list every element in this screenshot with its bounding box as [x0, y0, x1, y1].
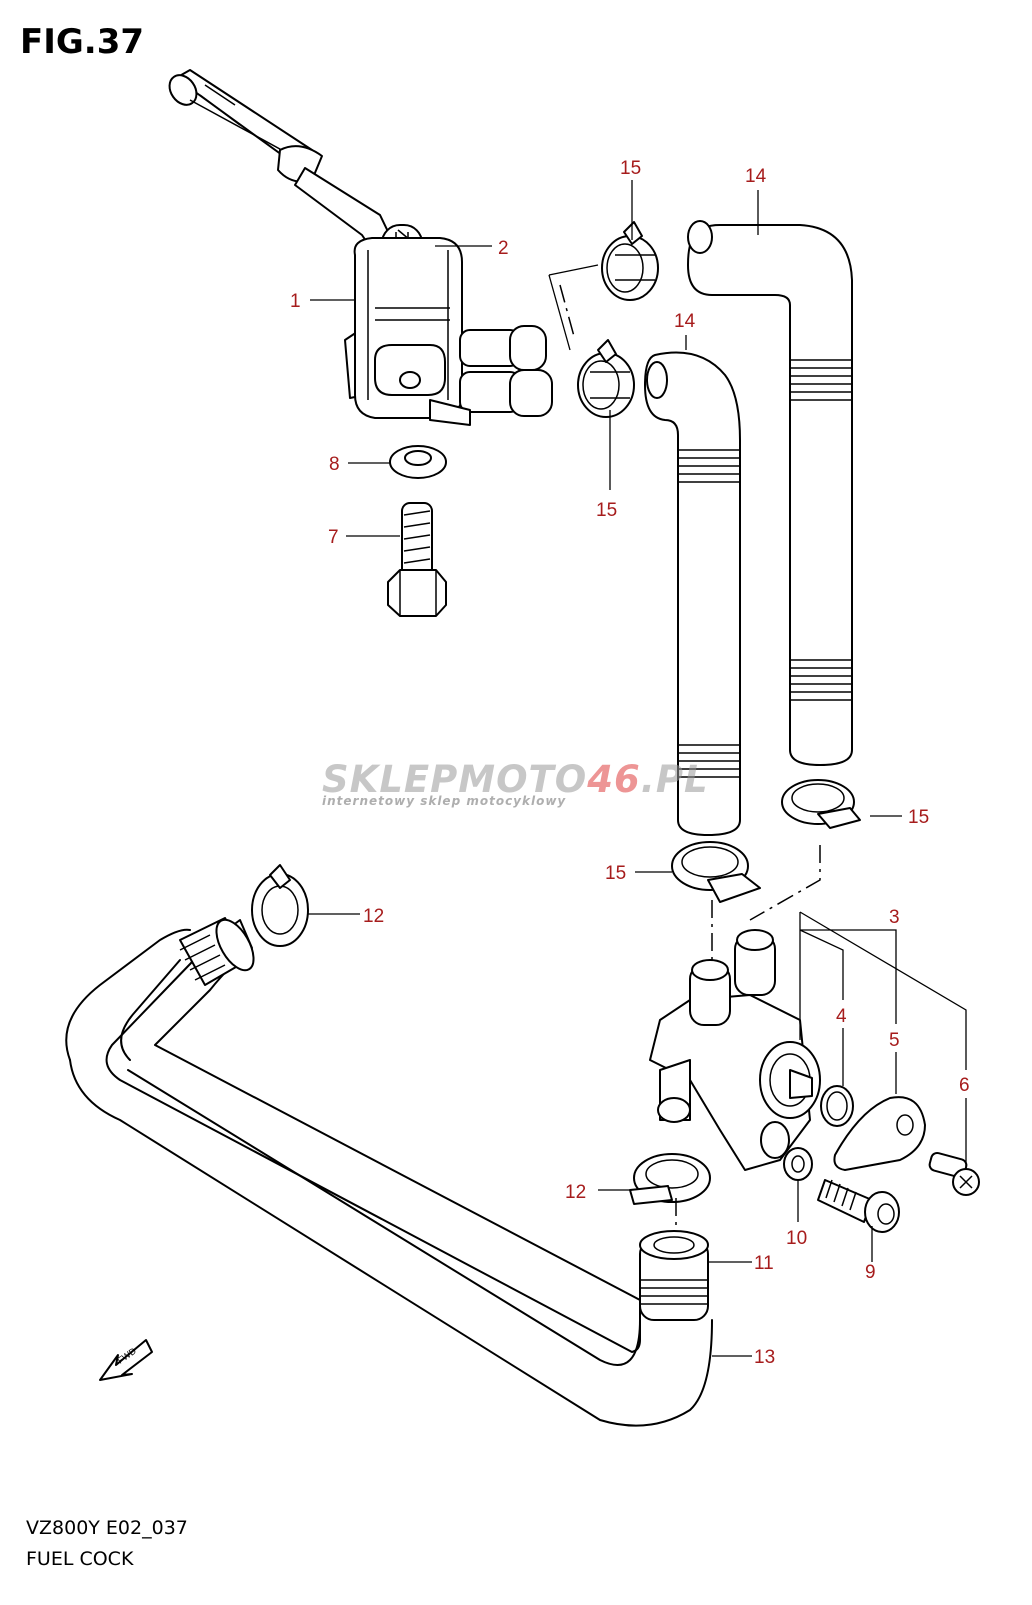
fuel-hose-14-left	[644, 351, 741, 836]
callout-15-right: 15	[908, 807, 929, 828]
callout-3: 3	[889, 907, 900, 928]
callout-13: 13	[754, 1347, 775, 1368]
callout-1: 1	[290, 291, 301, 312]
screw-6	[928, 1151, 980, 1196]
o-ring-4	[820, 1085, 854, 1127]
callout-15-top: 15	[620, 158, 641, 179]
model-code: VZ800Y E02_037	[26, 1517, 188, 1539]
fuel-cock-upper-body	[344, 237, 553, 426]
hose-joint-11	[639, 1230, 709, 1321]
callout-5: 5	[889, 1030, 900, 1051]
fuel-cock-lower-body	[649, 929, 821, 1171]
callout-12-top: 12	[363, 906, 384, 927]
watermark-part3: .PL	[640, 758, 709, 801]
watermark-logo: SKLEPMOTO46.PL	[322, 758, 709, 801]
watermark-tagline: internetowy sklep motocyklowy	[322, 794, 567, 808]
washer-8	[389, 445, 447, 479]
watermark-part1: SKLEPMOTO	[322, 758, 588, 801]
drain-hose-13	[65, 917, 713, 1427]
callout-8: 8	[329, 454, 340, 475]
callout-6: 6	[959, 1075, 970, 1096]
washer-10	[783, 1147, 813, 1181]
hose-clamp-15-right	[781, 779, 861, 829]
figure-title: FIG.37	[20, 22, 145, 62]
hose-clamp-12-top	[251, 864, 309, 947]
lever-5	[833, 1096, 926, 1171]
bolt-9	[817, 1179, 900, 1233]
callout-4: 4	[836, 1006, 847, 1027]
callout-2: 2	[498, 238, 509, 259]
watermark-part2: 46	[587, 758, 641, 801]
leader-lines	[308, 180, 967, 1357]
fuel-hose-14-right	[687, 220, 853, 766]
callout-15-left: 15	[605, 863, 626, 884]
hose-clamp-15-top	[601, 221, 659, 301]
callout-14-left: 14	[674, 311, 696, 332]
callout-9: 9	[865, 1262, 876, 1283]
hose-clamp-12-bottom	[629, 1153, 711, 1205]
hose-clamp-15-left	[671, 841, 761, 903]
callout-15-mid: 15	[596, 500, 617, 521]
bolt-7	[387, 502, 447, 617]
callout-14-right: 14	[745, 166, 767, 187]
callout-11: 11	[754, 1253, 774, 1274]
callouts: 1 2 3 4 5 6 7 8 9 10 11 12 12 13 14 14 1…	[290, 158, 970, 1368]
hose-clamp-15-mid	[577, 339, 635, 418]
callout-7: 7	[328, 527, 339, 548]
callout-12-bottom: 12	[565, 1182, 586, 1203]
fwd-arrow-icon: FWD	[99, 1339, 153, 1381]
callout-10: 10	[786, 1228, 807, 1249]
diagram-name: FUEL COCK	[26, 1548, 134, 1570]
